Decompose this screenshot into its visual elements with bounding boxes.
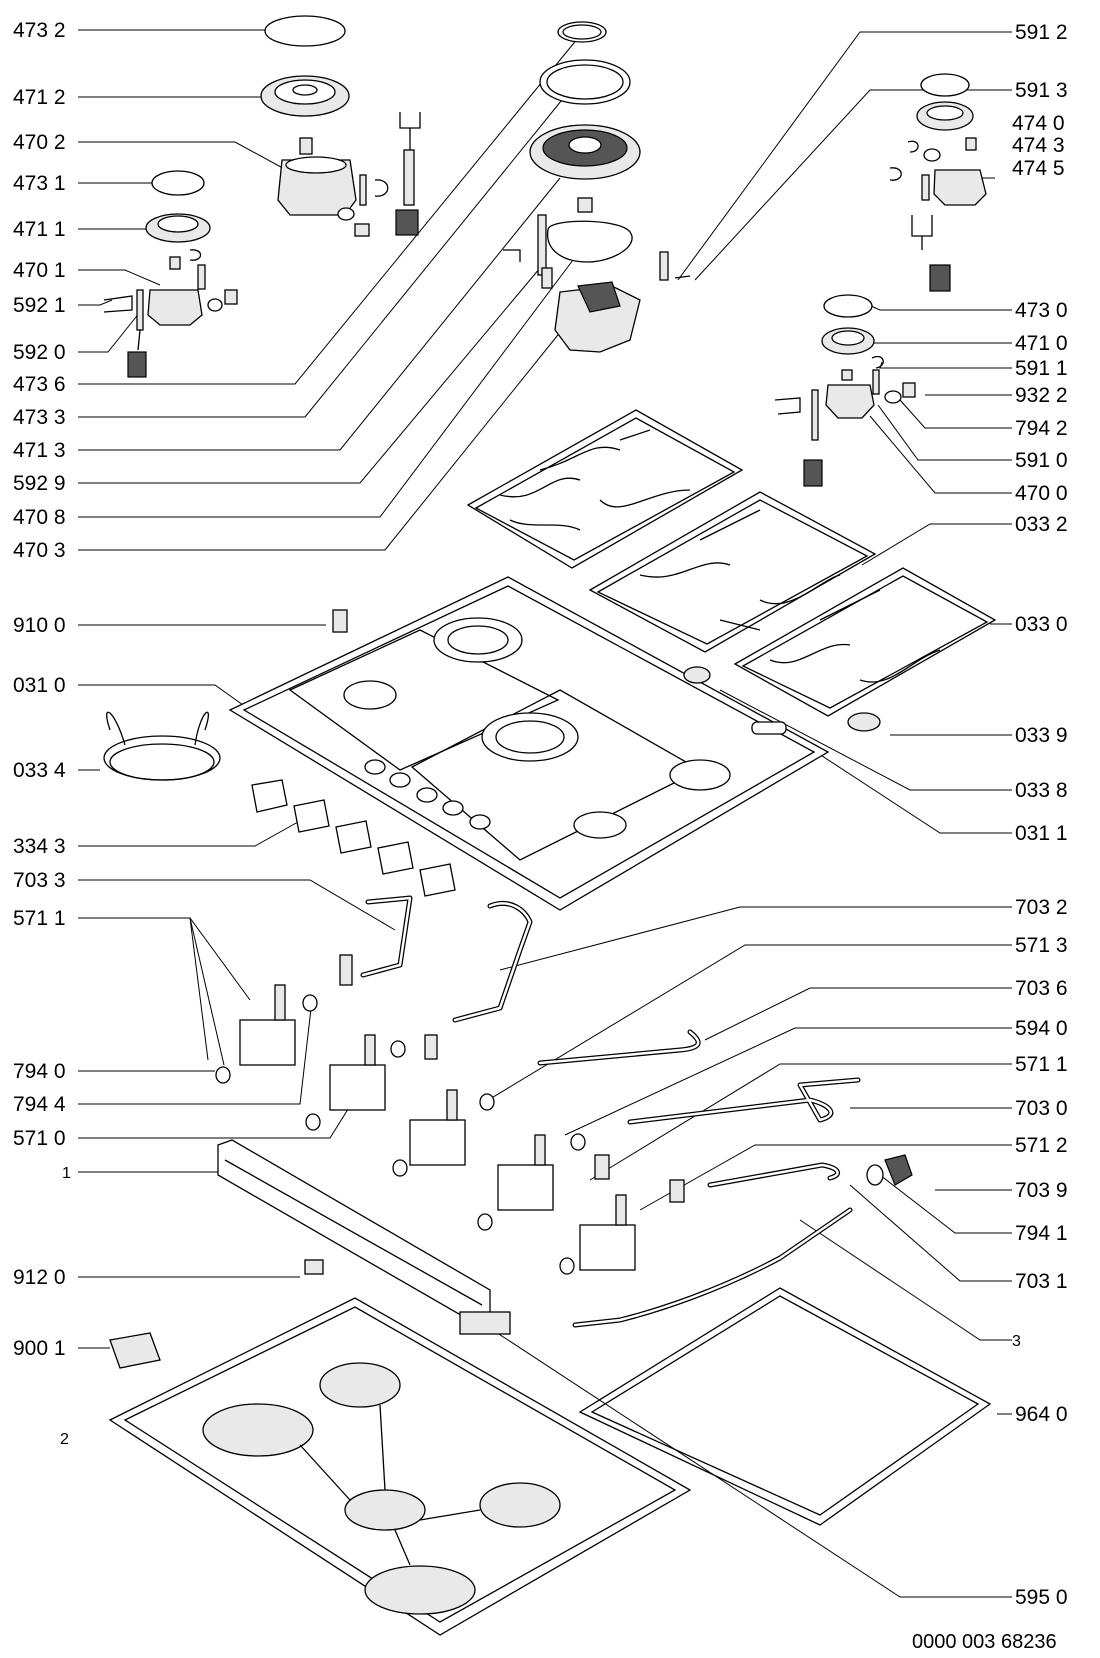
part-label: 794 2: [1015, 417, 1068, 440]
part-label: 900 1: [13, 1337, 66, 1360]
gas-valves: [239, 954, 685, 1271]
part-label: 033 0: [1015, 613, 1068, 636]
part-label: 592 1: [13, 294, 66, 317]
burner-assembly-right-small: [774, 294, 916, 487]
left-leader-lines: [78, 29, 591, 1349]
part-label: 591 0: [1015, 449, 1068, 472]
part-label: 592 0: [13, 341, 66, 364]
document-id: 0000 003 68236: [912, 1631, 1057, 1653]
burner-assembly-small-left: [103, 170, 238, 378]
pan-support-right: [733, 567, 997, 717]
right-leader-lines: [449, 31, 1012, 1598]
burner-assembly-center: [503, 21, 691, 353]
burner-assembly-right: [889, 73, 987, 292]
part-label: 571 1: [1015, 1053, 1068, 1076]
bracket-and-screw: [109, 1259, 511, 1369]
part-label: 033 8: [1015, 779, 1068, 802]
part-label: 473 0: [1015, 299, 1068, 322]
base-tray: [108, 1297, 692, 1636]
part-label: 912 0: [13, 1266, 66, 1289]
part-label: 703 9: [1015, 1179, 1068, 1202]
part-label: 3: [1012, 1333, 1021, 1350]
part-label: 033 2: [1015, 513, 1068, 536]
part-label: 033 4: [13, 759, 66, 782]
part-label: 591 3: [1015, 79, 1068, 102]
pan-support-back: [466, 409, 744, 569]
part-label: 964 0: [1015, 1403, 1068, 1426]
part-label: 471 0: [1015, 332, 1068, 355]
part-label: 910 0: [13, 614, 66, 637]
part-label: 571 2: [1015, 1134, 1068, 1157]
right-labels: 591 2 591 3 474 0 474 3 474 5 473 0 471 …: [1012, 21, 1068, 1609]
part-label: 334 3: [13, 835, 66, 858]
part-label: 473 6: [13, 373, 66, 396]
part-label: 031 0: [13, 674, 66, 697]
part-label: 033 9: [1015, 724, 1068, 747]
part-label: 703 1: [1015, 1270, 1068, 1293]
sealing-rings: [215, 994, 586, 1275]
part-label: 470 3: [13, 539, 66, 562]
part-label: 703 3: [13, 869, 66, 892]
part-label: 595 0: [1015, 1586, 1068, 1609]
control-knobs: [251, 779, 456, 897]
part-label: 703 0: [1015, 1097, 1068, 1120]
part-label: 591 2: [1015, 21, 1068, 44]
part-label: 474 0: [1012, 112, 1065, 135]
part-label: 571 0: [13, 1127, 66, 1150]
front-strip: [217, 1139, 491, 1326]
part-label: 031 1: [1015, 822, 1068, 845]
part-label: 794 0: [13, 1060, 66, 1083]
part-label: 591 1: [1015, 357, 1068, 380]
part-label: 473 1: [13, 172, 66, 195]
part-label: 471 1: [13, 218, 66, 241]
gas-inlet-elbow: [866, 1154, 913, 1186]
part-label: 703 6: [1015, 977, 1068, 1000]
part-label: 471 3: [13, 439, 66, 462]
part-label: 571 3: [1015, 934, 1068, 957]
pan-support-middle: [588, 491, 877, 653]
part-label: 474 5: [1012, 157, 1065, 180]
gas-pipes: [360, 895, 861, 1328]
part-label: 471 2: [13, 86, 66, 109]
part-label: 592 9: [13, 472, 66, 495]
burner-assembly-left: [260, 15, 421, 237]
part-label: 2: [60, 1431, 69, 1448]
left-labels: 473 2 471 2 470 2 473 1 471 1 470 1 592 …: [13, 19, 71, 1448]
hob-seal: [578, 1287, 992, 1526]
part-label: 794 1: [1015, 1222, 1068, 1245]
part-label: 470 0: [1015, 482, 1068, 505]
part-label: 470 1: [13, 259, 66, 282]
misc-small-parts: [332, 609, 881, 732]
part-label: 470 2: [13, 131, 66, 154]
part-label: 470 8: [13, 506, 66, 529]
part-label: 571 1: [13, 907, 66, 930]
part-label: 474 3: [1012, 134, 1065, 157]
part-label: 794 4: [13, 1093, 66, 1116]
wok-ring: [103, 711, 221, 781]
part-label: 473 2: [13, 19, 66, 42]
hob-top-panel: [228, 576, 830, 911]
part-label: 473 3: [13, 406, 66, 429]
part-label: 1: [62, 1165, 71, 1182]
part-label: 703 2: [1015, 896, 1068, 919]
part-label: 594 0: [1015, 1017, 1068, 1040]
part-label: 932 2: [1015, 384, 1068, 407]
